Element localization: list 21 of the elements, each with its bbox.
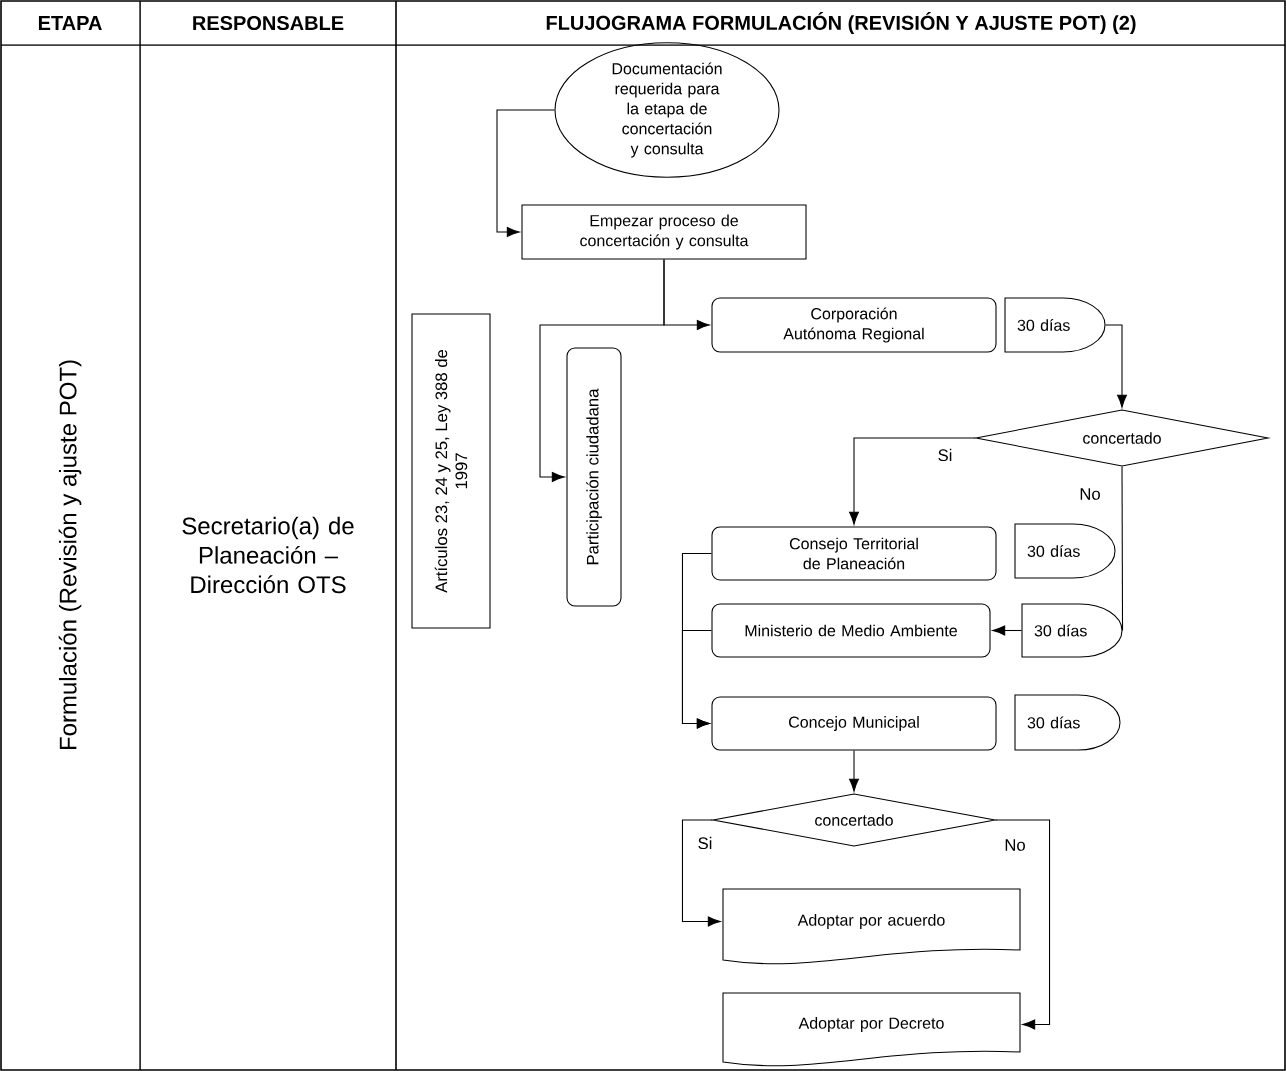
arrow [849,437,976,525]
arrow [992,625,1022,636]
process-box: Corporación Autónoma Regional [711,297,997,353]
process-box: Empezar proceso de concertación y consulta [521,204,807,260]
arrow [496,109,555,237]
arrow [995,819,1051,1030]
note-box: Artículos 23, 24 y 25, Ley 388 de 1997 [411,313,491,629]
process-box: Concejo Municipal [711,696,997,751]
arrow [849,750,859,792]
arrow [681,629,712,729]
stage-label: Formulación (Revisión y ajuste POT) [58,360,82,750]
process-box: Consejo Territorial de Planeación [711,526,997,581]
process-box: Participación ciudadana [566,347,622,607]
column-header: ETAPA [38,16,102,30]
column-header: RESPONSABLE [193,15,344,31]
column-header: FLUJOGRAMA FORMULACIÓN (REVISIÓN Y AJUSTE POT) (2) [546,12,1136,34]
process-box: Ministerio de Medio Ambiente [711,603,991,658]
arrow [539,259,665,482]
arrow [1105,324,1127,408]
arrow [681,819,721,927]
role-label: Secretario(a) de Planeación – Dirección OTS [182,516,354,594]
